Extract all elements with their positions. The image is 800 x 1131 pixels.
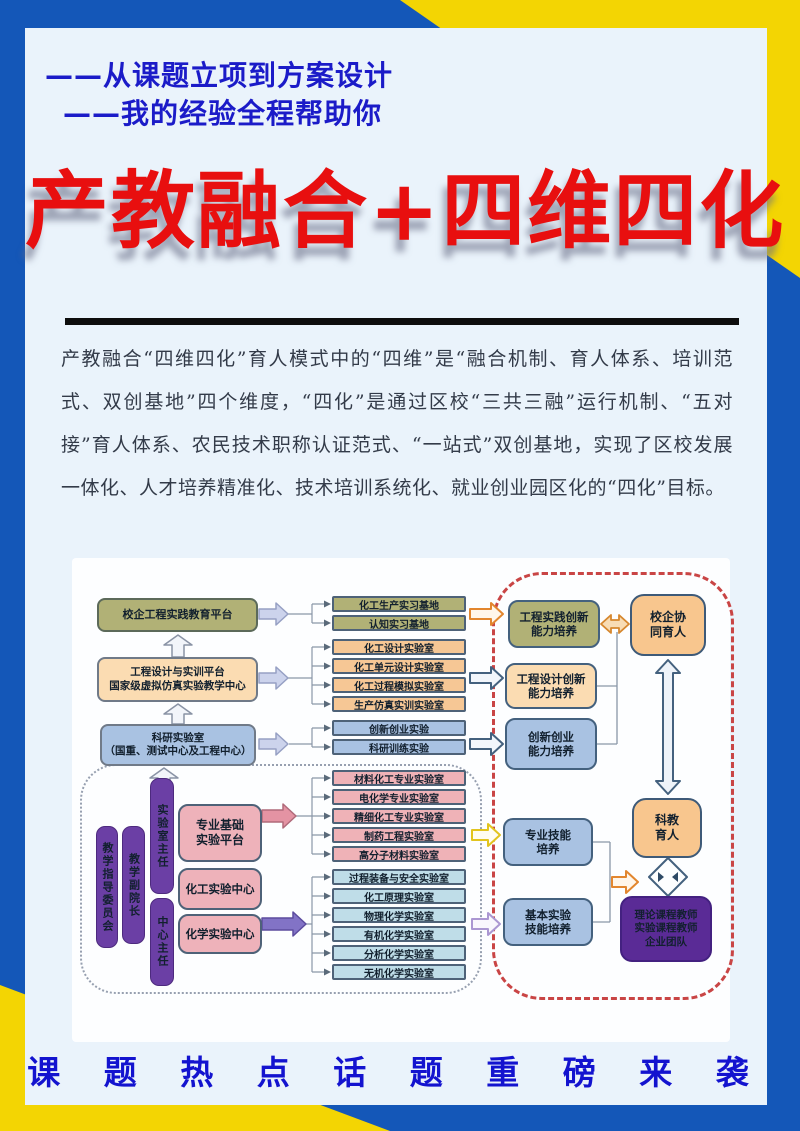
lab-box: 材料化工专业实验室 [332,770,466,786]
lab-box: 化工单元设计实验室 [332,658,466,674]
poster-title: 产教融合+四维四化 [25,161,786,260]
lab-box: 无机化学实验室 [332,964,466,980]
header-line-2: ——我的经验全程帮助你 [63,97,383,130]
center-box-basic-platform: 专业基础 实验平台 [178,804,262,862]
management-box-vice-dean: 教学副院长 [122,826,145,944]
lab-box: 认知实习基地 [332,615,466,631]
title-divider-bar [65,318,739,325]
capability-arrow-orange [469,602,504,626]
capability-box-innovation: 创新创业 能力培养 [505,718,597,770]
management-box-lab-director: 实验室主任 [150,778,174,894]
lab-box: 化工原理实验室 [332,888,466,904]
fan-bracket-lines [287,603,324,973]
lab-box: 生产仿真实训实验室 [332,696,466,712]
platform-box-research-lab: 科研实验室 （国重、测试中心及工程中心） [100,724,256,766]
capability-arrow-yellow [471,823,501,847]
lab-box: 制药工程实验室 [332,827,466,843]
lab-box: 化工过程模拟实验室 [332,677,466,693]
lab-box: 分析化学实验室 [332,945,466,961]
lab-box: 高分子材料实验室 [332,846,466,862]
lab-box: 化工生产实习基地 [332,596,466,612]
outcome-box-school-enterprise: 校企协 同育人 [630,594,706,656]
elbow-connectors [593,632,618,923]
header-line-1: ——从课题立项到方案设计 [45,59,394,92]
footer-headline: 课 题 热 点 话 题 重 磅 来 袭 [27,1053,765,1092]
diamond-link-arrowheads [658,872,678,882]
flow-connectors [149,600,688,976]
intro-paragraph: 产教融合“四维四化”育人模式中的“四维”是“融合机制、育人体系、培训范式、双创基… [61,348,733,499]
outcome-box-science-education: 科教 育人 [632,798,702,858]
platform-arrow-2 [258,666,289,690]
teacher-team-box: 理论课程教师 实验课程教师 企业团队 [620,896,712,962]
center-box-chemical-engineering: 化工实验中心 [178,868,262,910]
platform-arrow-3 [258,732,289,756]
center-arrow-purple [261,911,307,937]
flowchart-panel: 校企工程实践教育平台 工程设计与实训平台 国家级虚拟仿真实验教学中心 科研实验室… [72,558,734,1042]
lab-box: 化工设计实验室 [332,639,466,655]
capability-box-engineering-practice: 工程实践创新 能力培养 [508,600,600,648]
capability-arrow-blue-1 [469,666,504,690]
management-dotted-region [80,764,482,994]
lab-box: 物理化学实验室 [332,907,466,923]
outcome-arrow-orange [611,870,639,894]
lab-box: 创新创业实验 [332,720,466,736]
center-arrow-pink [261,803,297,829]
lab-box: 精细化工专业实验室 [332,808,466,824]
capability-arrow-blue-2 [469,732,504,756]
double-arrow-horizontal [600,614,630,634]
cultivation-dashed-region [492,572,734,1000]
platform-box-design-training: 工程设计与实训平台 国家级虚拟仿真实验教学中心 [97,657,258,702]
lab-box: 有机化学实验室 [332,926,466,942]
capability-box-engineering-design: 工程设计创新 能力培养 [505,663,597,709]
diamond-link [648,857,688,897]
double-arrow-vertical [655,659,681,795]
fan-arrowheads [324,600,331,976]
lab-box: 科研训练实验 [332,739,466,755]
poster-card: ——从课题立项到方案设计 ——我的经验全程帮助你 产教融合+四维四化 产教融合“… [25,28,786,1105]
capability-arrow-lavender [471,912,501,936]
management-box-center-director: 中心主任 [150,898,174,986]
platform-arrow-1 [258,602,289,626]
platform-box-industry-education: 校企工程实践教育平台 [97,598,258,632]
capability-box-basic-experiment: 基本实验 技能培养 [503,898,593,946]
lab-box: 过程装备与安全实验室 [332,869,466,885]
up-arrow-1 [163,634,193,658]
center-box-chemistry: 化学实验中心 [178,914,262,954]
management-box-steering-committee: 教学指导委员会 [96,826,118,948]
lab-box: 电化学专业实验室 [332,789,466,805]
capability-box-professional-skill: 专业技能 培养 [503,818,593,866]
up-arrow-2 [163,703,193,725]
